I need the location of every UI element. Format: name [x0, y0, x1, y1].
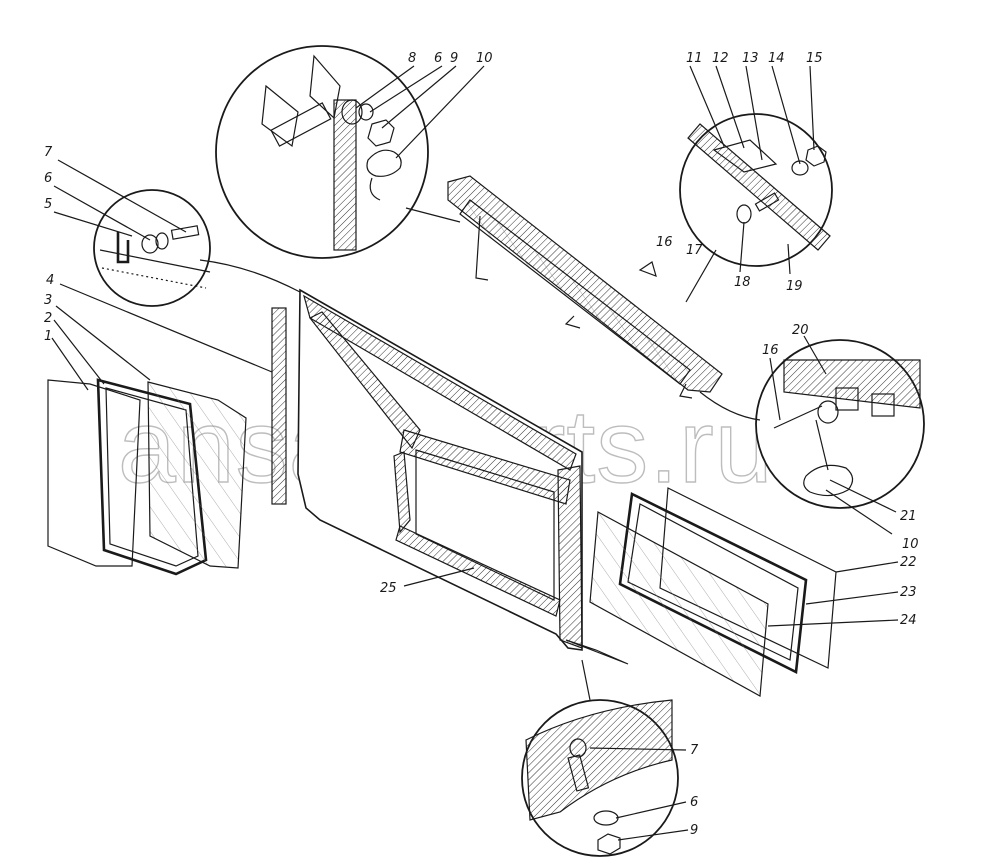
- callout-label: 9: [450, 51, 458, 66]
- detail-circle-top-right: [679, 113, 833, 267]
- door-frame: [297, 288, 629, 665]
- callout-label: 25: [380, 581, 397, 596]
- callout-label: 21: [900, 509, 917, 524]
- leader-lines: [51, 65, 899, 841]
- detail-circle-bottom: [521, 699, 679, 857]
- connector-lines: [199, 207, 761, 701]
- callout-label: 8: [408, 51, 416, 66]
- detail-circle-right: [755, 339, 925, 509]
- left-glass-set: [47, 378, 247, 576]
- callout-label: 11: [686, 51, 703, 66]
- callout-label: 6: [434, 51, 442, 66]
- callout-label: 23: [900, 585, 917, 600]
- callout-label: 19: [786, 279, 803, 294]
- callout-label: 16: [762, 343, 779, 358]
- callout-label: 17: [686, 243, 703, 258]
- callout-label: 20: [792, 323, 809, 338]
- callout-label: 5: [44, 197, 52, 212]
- detail-circle-left: [93, 189, 211, 307]
- callout-label: 2: [44, 311, 52, 326]
- callout-label: 4: [46, 273, 54, 288]
- right-glass-set: [589, 487, 837, 697]
- callout-label: 15: [806, 51, 823, 66]
- callout-label: 13: [742, 51, 759, 66]
- callout-label: 6: [690, 795, 698, 810]
- callout-label: 10: [476, 51, 493, 66]
- upper-window-frame: [447, 175, 723, 399]
- callout-label: 12: [712, 51, 729, 66]
- seal-strip: [271, 307, 287, 505]
- callout-label: 18: [734, 275, 751, 290]
- callout-label: 9: [690, 823, 698, 838]
- callout-label: 22: [900, 555, 917, 570]
- callout-label: 16: [656, 235, 673, 250]
- callout-label: 14: [768, 51, 785, 66]
- callout-label: 3: [44, 293, 52, 308]
- callout-label: 6: [44, 171, 52, 186]
- callout-label: 24: [900, 613, 917, 628]
- callout-label: 1: [44, 329, 52, 344]
- callout-label: 7: [690, 743, 699, 758]
- callout-label: 7: [44, 145, 53, 160]
- callout-label: 10: [902, 537, 919, 552]
- detail-circle-top: [215, 45, 429, 259]
